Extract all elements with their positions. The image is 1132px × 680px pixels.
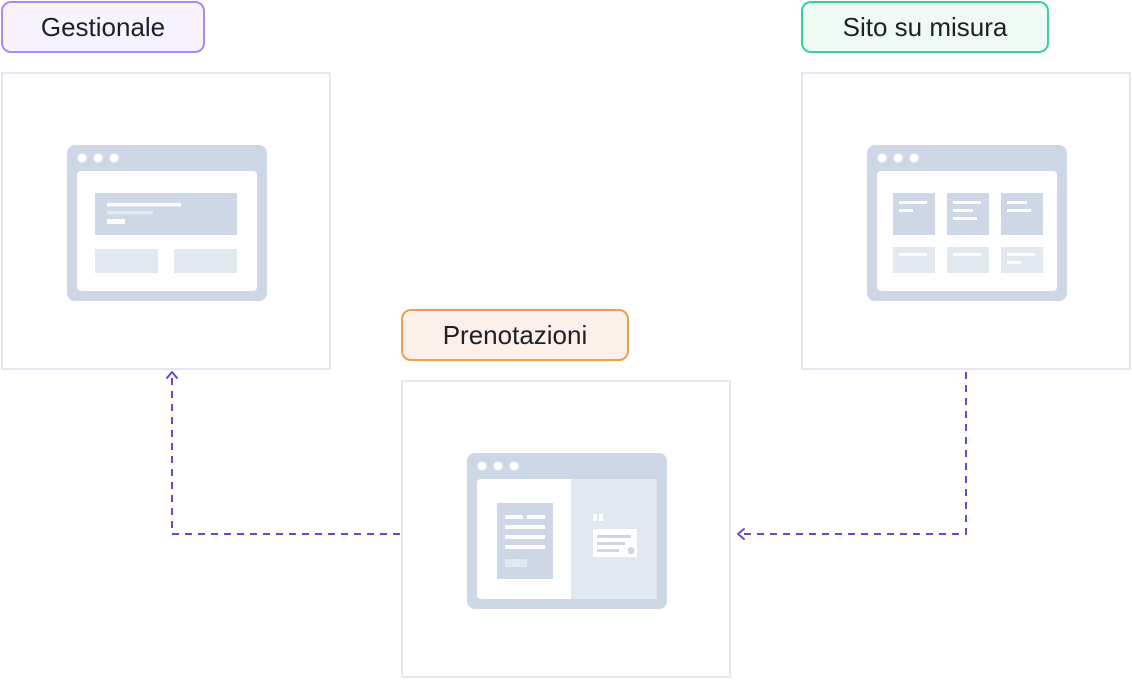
prenotazioni-label: Prenotazioni: [401, 309, 629, 361]
dashboard-mockup-icon: [67, 145, 267, 301]
arrow-up-icon: [166, 371, 178, 379]
connector-sito-to-prenotazioni: [737, 372, 967, 540]
gestionale-label: Gestionale: [1, 1, 205, 53]
sito-su-misura-panel: [801, 72, 1131, 370]
connector-prenotazioni-to-gestionale: [166, 371, 400, 535]
booking-form-mockup-icon: [467, 453, 667, 609]
website-grid-mockup-icon: [867, 145, 1067, 301]
prenotazioni-panel: [401, 380, 731, 678]
sito-su-misura-label: Sito su misura: [801, 1, 1049, 53]
arrow-left-icon: [737, 528, 745, 540]
gestionale-panel: [1, 72, 331, 370]
